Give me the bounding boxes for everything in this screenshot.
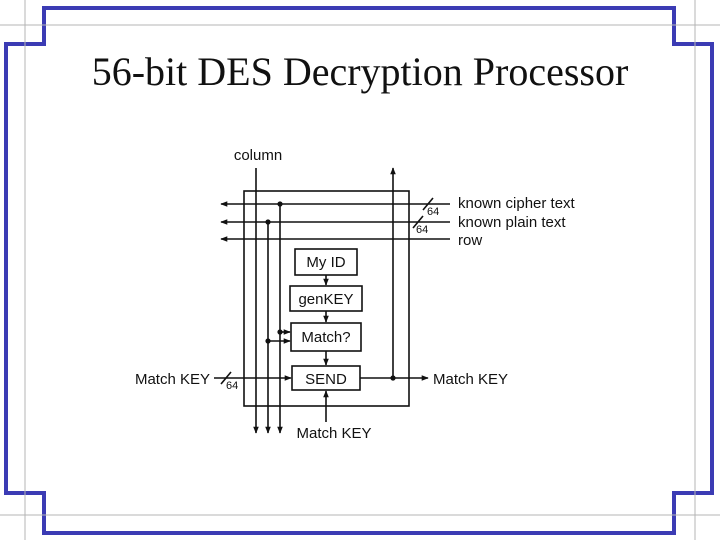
plain-bus-width: 64 xyxy=(416,224,428,236)
gen-key-label: genKEY xyxy=(298,291,353,308)
my-id-label: My ID xyxy=(306,254,345,271)
match-key-bottom-label: Match KEY xyxy=(296,425,371,442)
column-label: column xyxy=(234,147,282,164)
cipher-junction-dot xyxy=(277,201,283,207)
match-key-output-label: Match KEY xyxy=(433,371,508,388)
known-plain-text-label: known plain text xyxy=(458,214,566,231)
match-in-bus-width: 64 xyxy=(226,380,238,392)
cipher-bus-slash xyxy=(422,197,434,211)
send-label: SEND xyxy=(305,371,347,388)
gen-key-block xyxy=(289,285,363,312)
cipher-bus-width: 64 xyxy=(427,206,439,218)
plain-junction-dot xyxy=(265,219,271,225)
my-id-block xyxy=(294,248,358,276)
match-in-bus-slash xyxy=(220,371,232,385)
slide-title: 56-bit DES Decryption Processor xyxy=(92,49,629,94)
match-label: Match? xyxy=(301,329,350,346)
known-cipher-text-label: known cipher text xyxy=(458,195,576,212)
processor-diagram: My ID genKEY Match? SEND 64 64 64 column… xyxy=(135,147,576,442)
plain-bus-slash xyxy=(412,215,424,229)
match-key-input-label: Match KEY xyxy=(135,371,210,388)
row-label: row xyxy=(458,232,482,249)
match-block xyxy=(290,322,362,352)
frame-outer-border xyxy=(4,6,714,535)
